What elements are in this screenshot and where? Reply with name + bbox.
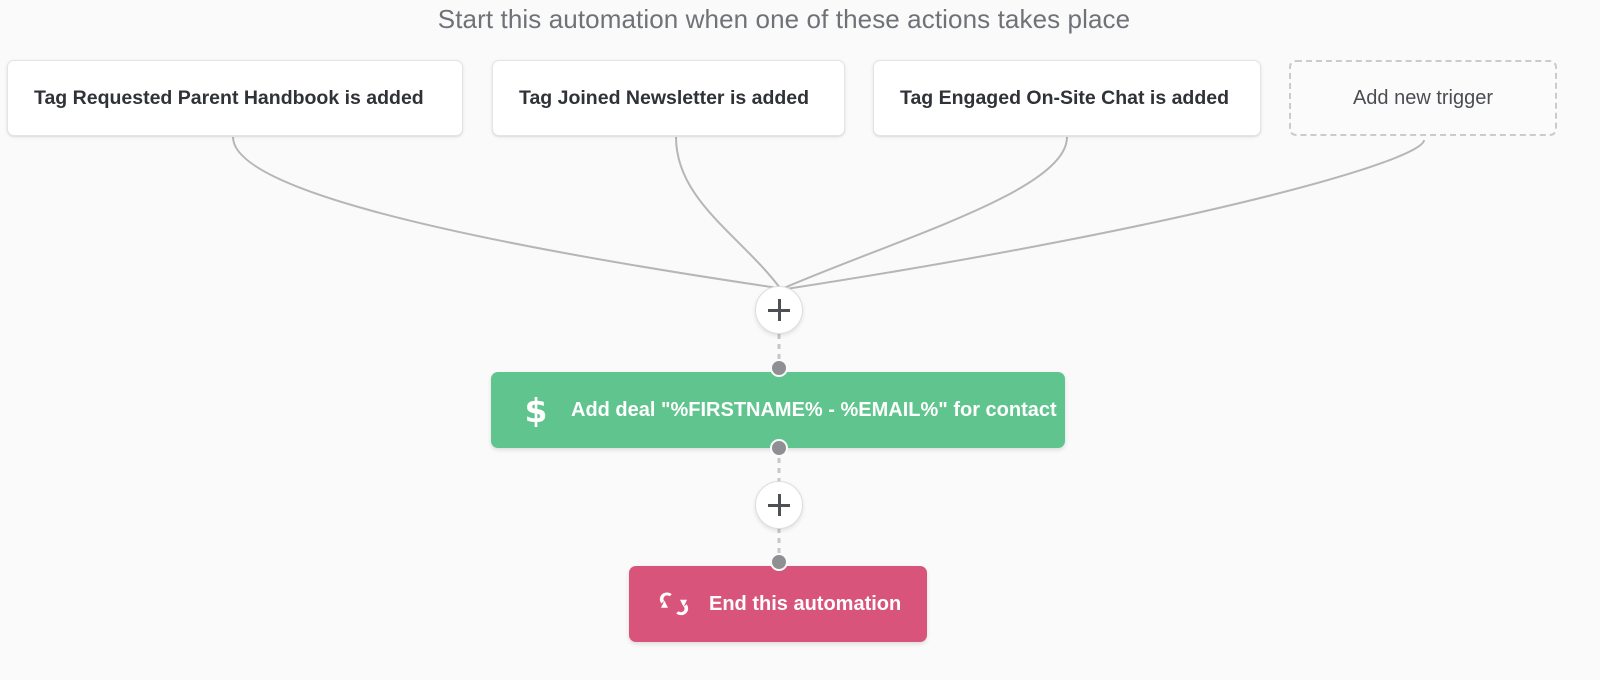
connector-trigger-1 bbox=[232, 136, 779, 289]
end-automation-icon bbox=[657, 587, 691, 621]
action-node-add-deal[interactable]: $ Add deal "%FIRSTNAME% - %EMAIL%" for c… bbox=[491, 372, 1065, 448]
plus-icon bbox=[768, 299, 790, 321]
action-node-label: End this automation bbox=[709, 592, 902, 615]
action-node-end-automation[interactable]: End this automation bbox=[629, 566, 927, 642]
node-connector-dot-middle bbox=[770, 439, 788, 457]
dollar-icon: $ bbox=[524, 390, 548, 430]
action-node-label: Add deal "%FIRSTNAME% - %EMAIL%" for con… bbox=[571, 398, 1057, 421]
trigger-card-tag-requested-parent-handbook[interactable]: Tag Requested Parent Handbook is added bbox=[7, 60, 463, 136]
connector-trigger-2 bbox=[675, 136, 781, 289]
plus-icon bbox=[768, 494, 790, 516]
trigger-card-tag-joined-newsletter[interactable]: Tag Joined Newsletter is added bbox=[492, 60, 845, 136]
add-new-trigger-label: Add new trigger bbox=[1352, 86, 1494, 109]
connector-trigger-4 bbox=[785, 139, 1425, 290]
connector-trigger-3 bbox=[783, 136, 1068, 289]
trigger-label: Tag Engaged On-Site Chat is added bbox=[900, 86, 1230, 109]
add-step-button-bottom[interactable] bbox=[755, 481, 803, 529]
node-connector-dot-bottom bbox=[770, 553, 788, 571]
add-step-button-top[interactable] bbox=[755, 286, 803, 334]
add-new-trigger-button[interactable]: Add new trigger bbox=[1289, 60, 1557, 136]
trigger-label: Tag Requested Parent Handbook is added bbox=[34, 86, 424, 109]
trigger-card-tag-engaged-on-site-chat[interactable]: Tag Engaged On-Site Chat is added bbox=[873, 60, 1261, 136]
page-title: Start this automation when one of these … bbox=[437, 4, 1131, 34]
node-connector-dot-top bbox=[770, 359, 788, 377]
trigger-label: Tag Joined Newsletter is added bbox=[519, 86, 810, 109]
